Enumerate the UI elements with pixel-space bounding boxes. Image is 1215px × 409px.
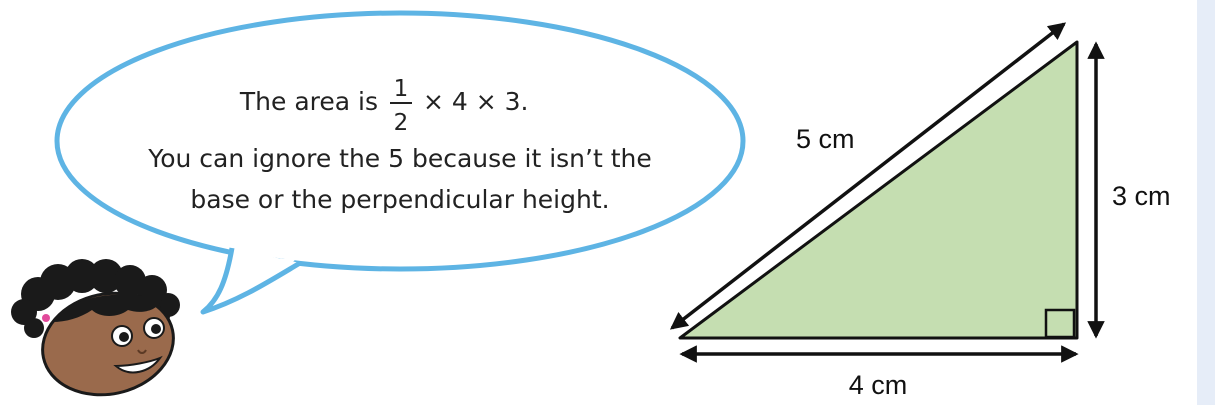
speech-bubble-body xyxy=(54,10,746,272)
eye-right-icon xyxy=(143,317,165,339)
hypotenuse-label: 5 cm xyxy=(796,124,855,154)
fraction-numerator: 1 xyxy=(394,76,409,102)
eye-left-icon xyxy=(111,325,133,347)
triangle-shape xyxy=(678,40,1079,340)
hypotenuse-arrow xyxy=(669,22,1067,330)
speech-line-1-prefix: The area is xyxy=(239,87,378,116)
speech-line-3: base or the perpendicular height. xyxy=(190,185,609,214)
speech-line-1-suffix: × 4 × 3. xyxy=(423,87,529,116)
base-label: 4 cm xyxy=(849,370,908,400)
right-triangle-diagram: 5 cm 3 cm 4 cm xyxy=(669,22,1171,400)
side-panel-strip xyxy=(1197,0,1215,405)
fraction-denominator: 2 xyxy=(394,110,409,136)
smile xyxy=(113,355,163,374)
speech-bubble: The area is 1 2 × 4 × 3. You can ignore … xyxy=(54,10,746,315)
girl-character-illustration xyxy=(11,259,180,397)
speech-line-2: You can ignore the 5 because it isn’t th… xyxy=(147,144,651,173)
height-label: 3 cm xyxy=(1112,181,1171,211)
